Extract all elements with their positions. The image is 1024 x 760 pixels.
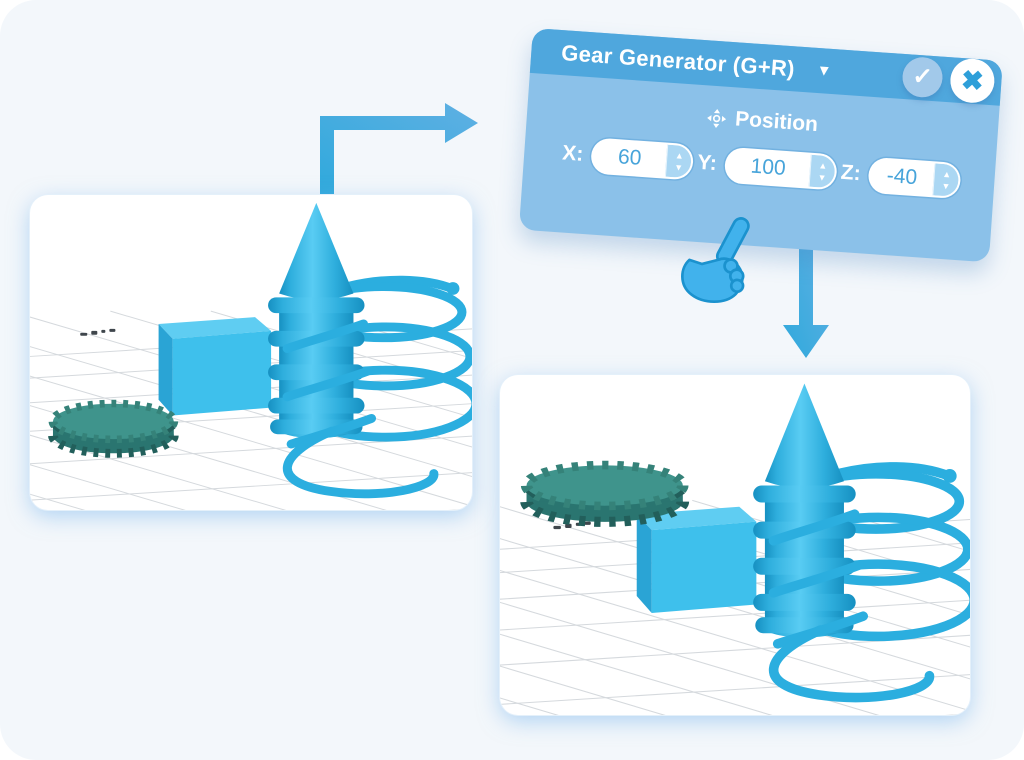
scene-after-card <box>500 375 970 715</box>
close-icon: ✖ <box>960 65 985 97</box>
rocket-shape <box>268 202 365 439</box>
scene-after-viewport <box>500 383 970 715</box>
z-field: -40 ▲ ▼ <box>867 156 962 200</box>
z-spinner: ▲ ▼ <box>932 163 960 198</box>
y-axis-label: Y: <box>696 150 718 176</box>
x-spinner-up-button[interactable]: ▲ <box>673 149 687 162</box>
scene-before-card <box>30 195 472 510</box>
x-axis-label: X: <box>561 141 585 166</box>
panel-title: Gear Generator (G+R) <box>560 39 796 81</box>
y-field-group: Y: 100 ▲ ▼ <box>696 145 838 191</box>
y-spinner-down-button[interactable]: ▼ <box>815 171 829 184</box>
z-field-group: Z: -40 ▲ ▼ <box>840 155 962 200</box>
y-value-input[interactable]: 100 <box>749 154 787 180</box>
scene-before-viewport <box>30 202 472 510</box>
chevron-down-icon[interactable]: ▼ <box>816 61 833 80</box>
y-spinner-up-button[interactable]: ▲ <box>816 159 830 172</box>
workplane-marks <box>80 328 116 336</box>
z-value-input[interactable]: -40 <box>886 164 918 190</box>
gear-shape <box>53 404 174 454</box>
hand-cursor-icon <box>681 217 750 304</box>
x-spinner: ▲ ▼ <box>664 144 693 179</box>
gear-generator-panel: Gear Generator (G+R) ▼ ✓ ✖ <box>518 28 1003 304</box>
x-spinner-down-button[interactable]: ▼ <box>672 161 686 174</box>
confirm-button[interactable]: ✓ <box>901 55 944 99</box>
position-row: Position <box>527 73 1000 150</box>
check-icon: ✓ <box>911 62 934 91</box>
y-field: 100 ▲ ▼ <box>723 146 838 191</box>
box-shape <box>158 317 272 416</box>
x-value-input[interactable]: 60 <box>617 145 643 170</box>
z-axis-label: Z: <box>840 160 862 186</box>
panel-body: Position X: 60 ▲ ▼ Y: 100 <box>519 73 1000 304</box>
x-field-group: X: 60 ▲ ▼ <box>561 135 695 181</box>
z-spinner-up-button[interactable]: ▲ <box>940 168 954 181</box>
elbow-arrow-icon <box>320 103 478 196</box>
down-arrow-icon <box>783 238 829 358</box>
x-field: 60 ▲ ▼ <box>590 137 695 181</box>
gear-shape-raised <box>527 465 683 522</box>
box-shape <box>636 506 757 613</box>
y-spinner: ▲ ▼ <box>808 154 836 189</box>
close-button[interactable]: ✖ <box>948 57 996 105</box>
move-icon <box>707 108 727 128</box>
z-spinner-down-button[interactable]: ▼ <box>939 180 953 193</box>
rocket-shape <box>753 383 856 638</box>
